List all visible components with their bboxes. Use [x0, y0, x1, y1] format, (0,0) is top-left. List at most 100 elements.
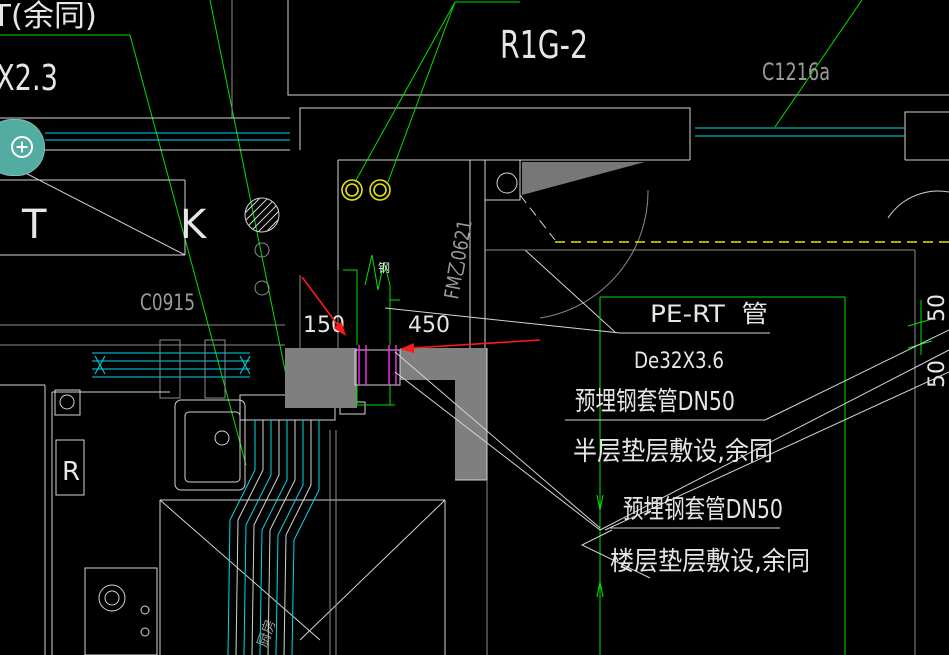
heating-pipe-bundle	[227, 420, 320, 655]
window-c0915-label: C0915	[140, 291, 195, 316]
wall-fill	[285, 348, 357, 408]
room-code-label: R1G-2	[500, 23, 588, 67]
heating-pipe	[283, 420, 312, 655]
riser-pipe-inner	[345, 183, 359, 197]
riser-leader-line	[387, 1, 456, 183]
hatch-line	[245, 198, 279, 219]
leader-line	[384, 307, 621, 334]
hatch-pattern	[245, 198, 279, 232]
hatched-circle	[244, 197, 280, 233]
leader-line	[394, 351, 601, 529]
leader-line	[604, 371, 949, 531]
heating-pipe	[235, 420, 264, 655]
break-mark-label: 钢	[378, 261, 390, 275]
door-edge	[519, 194, 556, 241]
mullion	[159, 339, 181, 399]
sink-outline	[174, 399, 246, 491]
pipe-size-label: De32X3.6	[634, 349, 724, 374]
heating-pipe	[291, 420, 320, 655]
top-left-note: T(余同)	[0, 0, 97, 34]
heating-pipe	[275, 420, 304, 655]
dimension-50-upper: 50	[925, 294, 949, 322]
riser-pipe-inner	[373, 183, 387, 197]
wall-line	[904, 111, 949, 160]
letter-k-label: K	[180, 202, 208, 248]
stove-outline	[84, 567, 158, 655]
stove-knob	[140, 605, 150, 615]
window-leader-line	[774, 0, 863, 128]
leader-line	[394, 371, 601, 531]
sleeve-note-2: 预埋钢套管DN50	[623, 495, 783, 525]
box-diagonal	[0, 159, 186, 256]
pipe-riser-line	[343, 269, 358, 345]
window-end-mark	[94, 355, 251, 375]
zoom-in-button[interactable]	[0, 119, 45, 176]
door-hinge	[496, 172, 518, 194]
annotation-area: PE-RT 管 De32X3.6 预埋钢套管DN50 半层垫层敷设,余同 预埋钢…	[384, 296, 949, 655]
bottom-left-room: R 厨房	[0, 384, 446, 655]
red-arrow-line	[301, 276, 341, 329]
room-kitchen-label: 厨房	[255, 618, 280, 650]
letter-r-label: R	[62, 457, 80, 487]
riser-pipe-outer	[369, 179, 391, 201]
dimension-tick	[907, 318, 933, 327]
left-fixture-box: T K	[0, 159, 208, 256]
stove-burner-inner	[104, 590, 120, 606]
hatch-line	[245, 198, 271, 211]
top-walls: R1G-2 C1216a	[287, 0, 949, 183]
letter-t-label: T	[21, 202, 47, 248]
r-marker-box	[55, 439, 85, 496]
red-arrow-line	[411, 339, 541, 349]
door-leaf-fill	[522, 162, 645, 195]
sink-basin	[184, 411, 241, 483]
heating-pipe	[251, 420, 280, 655]
laying-note-1: 半层垫层敷设,余同	[573, 437, 773, 467]
hatched-column	[244, 197, 280, 296]
sink-drain	[214, 430, 230, 446]
markup-arrows	[301, 276, 541, 354]
small-circle	[254, 280, 270, 296]
room-diagonal	[159, 499, 321, 641]
door-area: 50 50	[485, 160, 949, 655]
dimension-note: X2.3	[0, 58, 58, 99]
window-c1216a-label: C1216a	[762, 58, 830, 86]
heating-pipe	[227, 420, 256, 655]
dimension-450: 450	[408, 313, 450, 338]
top-left-region: T(余同) X2.3	[0, 0, 291, 466]
flow-arrow	[596, 581, 604, 598]
red-arrow-head	[333, 321, 346, 336]
laying-note-2: 楼层垫层敷设,余同	[610, 547, 810, 577]
leader-line	[599, 349, 949, 531]
door-jamb	[485, 160, 521, 201]
sleeve-note-1: 预埋钢套管DN50	[575, 387, 735, 417]
stove-burner	[98, 584, 126, 612]
break-symbol	[364, 254, 391, 291]
wall-fill	[400, 348, 487, 480]
room-diagonal	[299, 499, 446, 641]
red-arrow-head	[400, 343, 415, 354]
central-shaft: 钢 150 450 FM乙0621	[285, 160, 488, 655]
heating-pipe	[243, 420, 272, 655]
floor-drain-box	[54, 389, 81, 416]
stove-knob	[140, 627, 150, 637]
hatch-line	[255, 211, 279, 232]
heating-pipe	[267, 420, 296, 655]
door-swing-line	[524, 249, 616, 333]
leader-line	[209, 0, 291, 396]
pipe-material-label: PE-RT 管	[650, 300, 768, 328]
floor-drain	[59, 394, 75, 410]
hatch-line	[247, 203, 279, 232]
door-arc-right	[887, 190, 949, 219]
wall-line	[287, 0, 949, 96]
door-fm-label: FM乙0621	[439, 218, 477, 301]
small-circle	[254, 242, 270, 258]
hatch-line	[245, 198, 279, 227]
wall-line	[299, 107, 691, 160]
heating-pipe	[259, 420, 288, 655]
flow-arrow	[596, 494, 604, 511]
leader-arrow	[580, 529, 651, 579]
riser-pipe-outer	[341, 179, 363, 201]
leader-line	[764, 329, 949, 421]
window-c0915: C0915	[0, 291, 285, 399]
